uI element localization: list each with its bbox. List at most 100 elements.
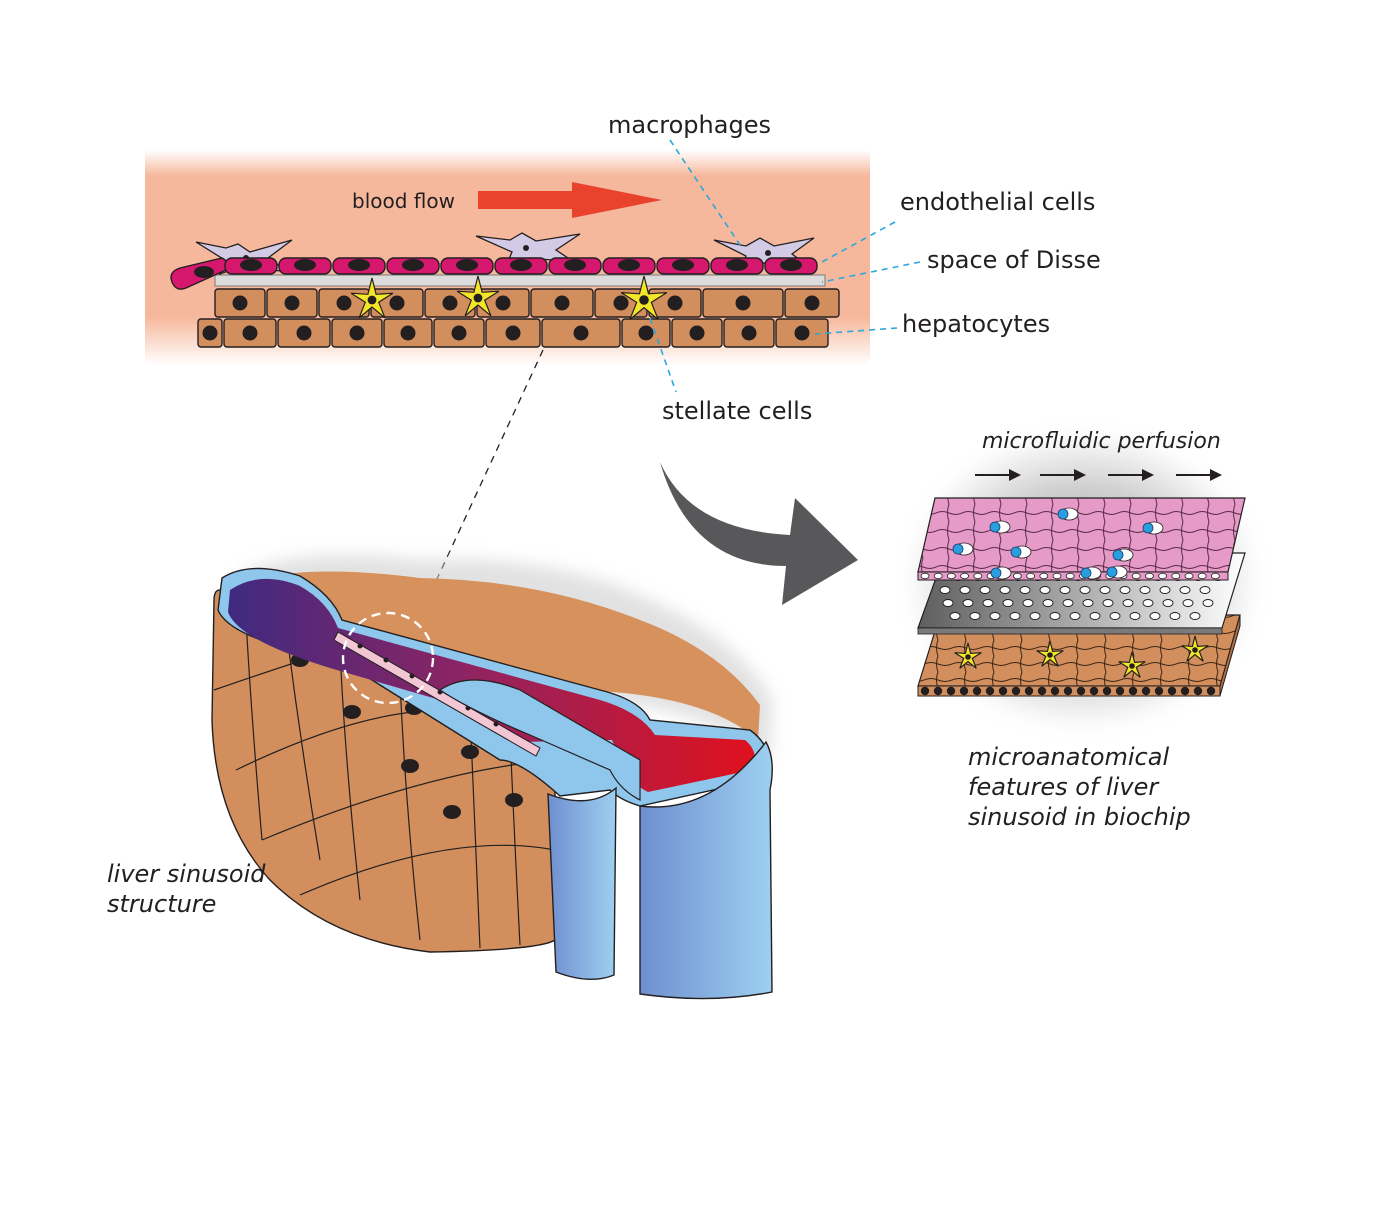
membrane-pore (1169, 612, 1181, 620)
chip-macrophage-nucleus (1106, 566, 1118, 578)
membrane-pore (1082, 599, 1094, 607)
chip-endothelial-nucleus (1158, 572, 1167, 580)
leader-lines (649, 139, 921, 393)
hepatocyte-nucleus (296, 325, 312, 341)
membrane-pore (1009, 612, 1021, 620)
membrane-pore (942, 599, 954, 607)
chip-hepatocyte-nucleus (959, 686, 969, 696)
membrane-pore (1142, 599, 1154, 607)
membrane-pore (1119, 586, 1131, 594)
membrane-pore (1049, 612, 1061, 620)
zoom-circle (341, 611, 435, 705)
chip-endothelial-nucleus (947, 572, 956, 580)
hepatocyte-nucleus (638, 325, 654, 341)
endothelial-nucleus (618, 259, 640, 271)
membrane-pore (1122, 599, 1134, 607)
membrane-pore (1099, 586, 1111, 594)
chip-hepatocyte-nucleus (1089, 686, 1099, 696)
membrane-pore (1149, 612, 1161, 620)
biochip-panel: microfluidic perfusion microanatomical f… (905, 429, 1260, 831)
membrane-pore (1029, 612, 1041, 620)
stellate-nucleus (1192, 647, 1198, 653)
membrane-pore (999, 586, 1011, 594)
membrane-pore (939, 586, 951, 594)
membrane-pore (1162, 599, 1174, 607)
hepatocyte-nucleus (794, 325, 810, 341)
hepatocyte-nucleus (613, 295, 629, 311)
chip-macrophage-nucleus (1142, 522, 1154, 534)
biochip-stellate-cells (954, 635, 1209, 678)
biochip-caption-line-2: features of liver (968, 773, 1160, 801)
chip-endothelial-nucleus (973, 572, 983, 580)
perfusion-arrows (975, 469, 1222, 481)
outflow-vessel-left (547, 786, 617, 980)
chip-macrophage-nucleus (990, 567, 1002, 579)
endothelial-nucleus (510, 259, 532, 271)
membrane-pore (1079, 586, 1091, 594)
chip-endothelial-nucleus (1197, 572, 1207, 580)
membrane-pore (1069, 612, 1081, 620)
hepatocyte-nucleus (202, 325, 218, 341)
chip-hepatocyte-nucleus (1206, 686, 1216, 696)
arrow-head (1210, 469, 1222, 481)
membrane-pore (1182, 599, 1194, 607)
hepatocyte-nucleus (232, 295, 248, 311)
membrane-pore (959, 586, 971, 594)
liver-sinusoid-3d: liver sinusoid structure (107, 555, 773, 1000)
chip-hepatocyte-nucleus (1180, 686, 1190, 696)
endothelial-nucleus (348, 259, 370, 271)
hepatocyte-nucleus (400, 325, 416, 341)
sinusoid-caption-line-2: structure (107, 890, 216, 918)
membrane-pore (1019, 586, 1031, 594)
membrane-pore (1039, 586, 1051, 594)
stellate-nucleus (473, 293, 483, 303)
chip-hepatocyte-nucleus (985, 686, 995, 696)
hepatocyte-nucleus (495, 295, 511, 311)
curved-arrow-icon (660, 462, 858, 605)
chip-macrophage-nucleus (952, 543, 964, 555)
membrane-pore (1139, 586, 1151, 594)
biochip-endothelial-layer (917, 497, 1246, 581)
hepatocyte-nucleus (741, 325, 757, 341)
chip-hepatocyte-nucleus (946, 686, 956, 696)
stellate-nucleus (639, 295, 649, 305)
membrane-pore (982, 599, 994, 607)
chip-endothelial-nucleus (933, 572, 943, 580)
arrow-head (1009, 469, 1021, 481)
endothelial-nucleus (726, 259, 748, 271)
endothelial-nucleus (456, 259, 478, 271)
sinusoid-caption-line-1: liver sinusoid (107, 860, 266, 888)
chip-hepatocyte-nucleus (1167, 686, 1177, 696)
chip-macrophage-nucleus (989, 521, 1001, 533)
chip-macrophage-nucleus (1080, 567, 1092, 579)
chip-hepatocyte-nucleus (1193, 686, 1203, 696)
chip-hepatocyte-nucleus (1050, 686, 1060, 696)
hepatocyte-row-lower (197, 318, 829, 348)
membrane-pore (1102, 599, 1114, 607)
hepatocyte-nucleus (349, 325, 365, 341)
membrane-pore (1199, 586, 1211, 594)
chip-hepatocyte-nucleus (920, 686, 930, 696)
membrane-pore (1129, 612, 1141, 620)
hepatocyte-nucleus (242, 325, 258, 341)
chip-hepatocyte-nucleus (1076, 686, 1086, 696)
endothelial-cells-label: endothelial cells (900, 188, 1095, 216)
chip-hepatocyte-nucleus (1011, 686, 1021, 696)
hepatocyte-nuclei (291, 653, 523, 819)
chip-macrophage-nucleus (1057, 508, 1069, 520)
chip-hepatocyte-nucleus (1141, 686, 1151, 696)
chip-hepatocyte-nucleus (1115, 686, 1125, 696)
hepatocyte-nucleus (505, 325, 521, 341)
chip-endothelial-nucleus (1211, 572, 1220, 580)
endothelial-nucleus (672, 259, 694, 271)
membrane-pore (969, 612, 981, 620)
chip-endothelial-nucleus (1052, 572, 1062, 580)
membrane-pore (1022, 599, 1034, 607)
stellate-cells (350, 275, 668, 320)
hepatocyte-nucleus (442, 295, 458, 311)
endothelial-nucleus (564, 259, 586, 271)
chip-macrophage-nucleus (1010, 546, 1022, 558)
membrane-pore (1059, 586, 1071, 594)
hepatocyte-nucleus (804, 295, 820, 311)
hepatocyte-nucleus (689, 325, 705, 341)
